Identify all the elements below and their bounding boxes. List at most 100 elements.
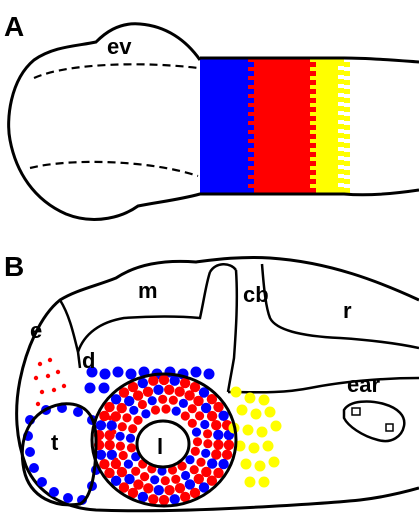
diencephalon-dot: [141, 409, 150, 418]
diencephalon-dot: [170, 494, 180, 504]
yellow-dot: [249, 443, 260, 454]
diencephalon-dot: [203, 439, 212, 448]
label-ev: ev: [107, 34, 132, 59]
diencephalon-dot: [99, 459, 109, 469]
e-red-dot: [38, 362, 42, 366]
midbrain-hindbrain-boundary: [228, 270, 237, 392]
yellow-tooth: [344, 170, 350, 175]
hindbrain-floor-line: [228, 378, 419, 392]
t-blue-dot: [25, 447, 35, 457]
diencephalon-dot: [148, 376, 158, 386]
ring-small-red-dot: [112, 430, 117, 435]
yellow-dot: [257, 427, 268, 438]
blue-tooth: [248, 89, 254, 94]
yellow-dot: [265, 407, 276, 418]
diencephalon-dot: [164, 385, 174, 395]
diencephalon-dot: [140, 472, 149, 481]
diencephalon-dot: [180, 378, 190, 388]
diencephalon-dot: [159, 375, 169, 385]
red-yellow-border-teeth: [310, 62, 316, 193]
diencephalon-dot: [224, 440, 234, 450]
blue-red-border-teeth: [248, 62, 254, 193]
diencephalon-dot: [203, 429, 212, 438]
diencephalon-dot: [211, 449, 221, 459]
ev-dashed-line-lower: [30, 162, 198, 176]
red-tooth: [310, 116, 316, 121]
diencephalon-dot: [171, 475, 180, 484]
yellow-dot: [263, 441, 274, 452]
white-notch: [338, 165, 344, 169]
label-cb: cb: [243, 282, 269, 307]
yellow-dot: [245, 477, 256, 488]
diencephalon-dot: [129, 406, 138, 415]
label-t: t: [51, 430, 59, 455]
yellow-tooth: [344, 152, 350, 157]
diencephalon-dot: [188, 419, 197, 428]
diencephalon-dot: [207, 411, 217, 421]
yellow-tooth: [344, 98, 350, 103]
diencephalon-dot: [191, 447, 200, 456]
diencephalon-dot: [150, 475, 159, 484]
diencephalon-dot: [193, 437, 202, 446]
diencephalon-dot: [218, 411, 228, 421]
blue-tooth: [248, 179, 254, 184]
yellow-tooth: [344, 188, 350, 193]
ear-otolith-right: [386, 424, 393, 431]
diencephalon-dot: [158, 395, 167, 404]
yellow-tooth: [344, 179, 350, 184]
diencephalon-dot: [211, 420, 221, 430]
diencephalon-dot: [153, 385, 163, 395]
diencephalon-dot: [99, 411, 109, 421]
ear-otolith-left: [352, 408, 360, 415]
diencephalon-dot: [128, 424, 137, 433]
diencephalon-dot: [138, 492, 148, 502]
red-band: [248, 58, 310, 194]
yellow-tooth: [344, 143, 350, 148]
diencephalon-dot: [148, 396, 157, 405]
ring-small-red-dot: [110, 472, 115, 477]
yellow-tooth: [344, 107, 350, 112]
panel-b-letter: B: [4, 251, 24, 282]
blue-tooth: [248, 134, 254, 139]
diencephalon-dot: [127, 443, 136, 452]
diencephalon-dot: [107, 420, 117, 430]
white-notch: [338, 66, 344, 70]
label-d: d: [82, 348, 95, 373]
d-blue-dot: [204, 369, 215, 380]
yellow-tooth: [344, 125, 350, 130]
yellow-dot: [251, 409, 262, 420]
d-blue-dot: [191, 367, 202, 378]
t-blue-dot: [63, 493, 73, 503]
diencephalon-dot: [169, 396, 178, 405]
diencephalon-dot: [143, 483, 153, 493]
diencephalon-dot: [126, 434, 135, 443]
e-red-dot: [40, 390, 44, 394]
red-tooth: [310, 107, 316, 112]
e-red-dot: [36, 402, 40, 406]
diencephalon-dot: [161, 476, 170, 485]
yellow-dot: [243, 425, 254, 436]
white-notch: [338, 156, 344, 160]
red-tooth: [310, 188, 316, 193]
d-blue-dot: [85, 383, 96, 394]
diencephalon-dot: [175, 387, 185, 397]
yellow-dot: [241, 459, 252, 470]
label-l: l: [157, 434, 163, 459]
diencephalon-dot: [131, 467, 140, 476]
diencephalon-dot: [154, 485, 164, 495]
red-tooth: [310, 143, 316, 148]
diencephalon-dot: [138, 378, 148, 388]
white-notch: [338, 129, 344, 133]
yellow-tooth: [344, 89, 350, 94]
blue-tooth: [248, 125, 254, 130]
white-notch: [338, 183, 344, 187]
red-tooth: [310, 134, 316, 139]
white-notch: [338, 111, 344, 115]
diencephalon-dot: [124, 460, 133, 469]
e-red-dot: [48, 358, 52, 362]
diencephalon-dot: [213, 430, 223, 440]
yellow-dot: [269, 457, 280, 468]
diencephalon-dot: [181, 471, 190, 480]
ring-small-red-dot: [106, 444, 111, 449]
